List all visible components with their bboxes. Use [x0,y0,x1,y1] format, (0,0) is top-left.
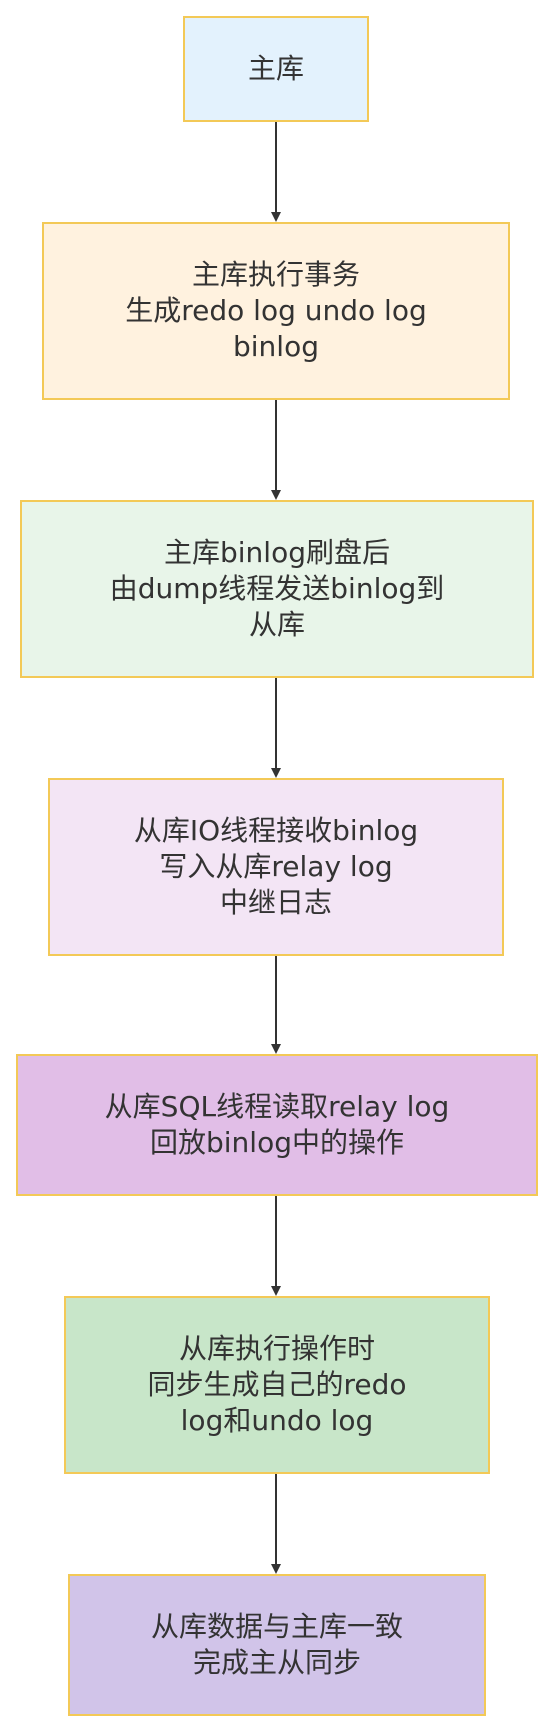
node-binlog-flush-dump: 主库binlog刷盘后 由dump线程发送binlog到 从库 [20,500,534,678]
node-primary-execute-transaction-label: 主库执行事务 生成redo log undo log binlog [125,258,427,363]
node-replica-generate-logs: 从库执行操作时 同步生成自己的redo log和undo log [64,1296,490,1474]
node-sync-complete: 从库数据与主库一致 完成主从同步 [68,1574,486,1716]
node-binlog-flush-dump-label: 主库binlog刷盘后 由dump线程发送binlog到 从库 [109,536,445,641]
node-replica-io-thread: 从库IO线程接收binlog 写入从库relay log 中继日志 [48,778,504,956]
node-sync-complete-label: 从库数据与主库一致 完成主从同步 [150,1610,403,1679]
node-primary-execute-transaction: 主库执行事务 生成redo log undo log binlog [42,222,510,400]
node-primary-db: 主库 [183,16,369,122]
node-replica-sql-thread: 从库SQL线程读取relay log 回放binlog中的操作 [16,1054,538,1196]
node-replica-sql-thread-label: 从库SQL线程读取relay log 回放binlog中的操作 [104,1090,450,1159]
node-replica-io-thread-label: 从库IO线程接收binlog 写入从库relay log 中继日志 [133,814,419,919]
node-primary-db-label: 主库 [247,52,304,85]
node-replica-generate-logs-label: 从库执行操作时 同步生成自己的redo log和undo log [147,1332,407,1437]
